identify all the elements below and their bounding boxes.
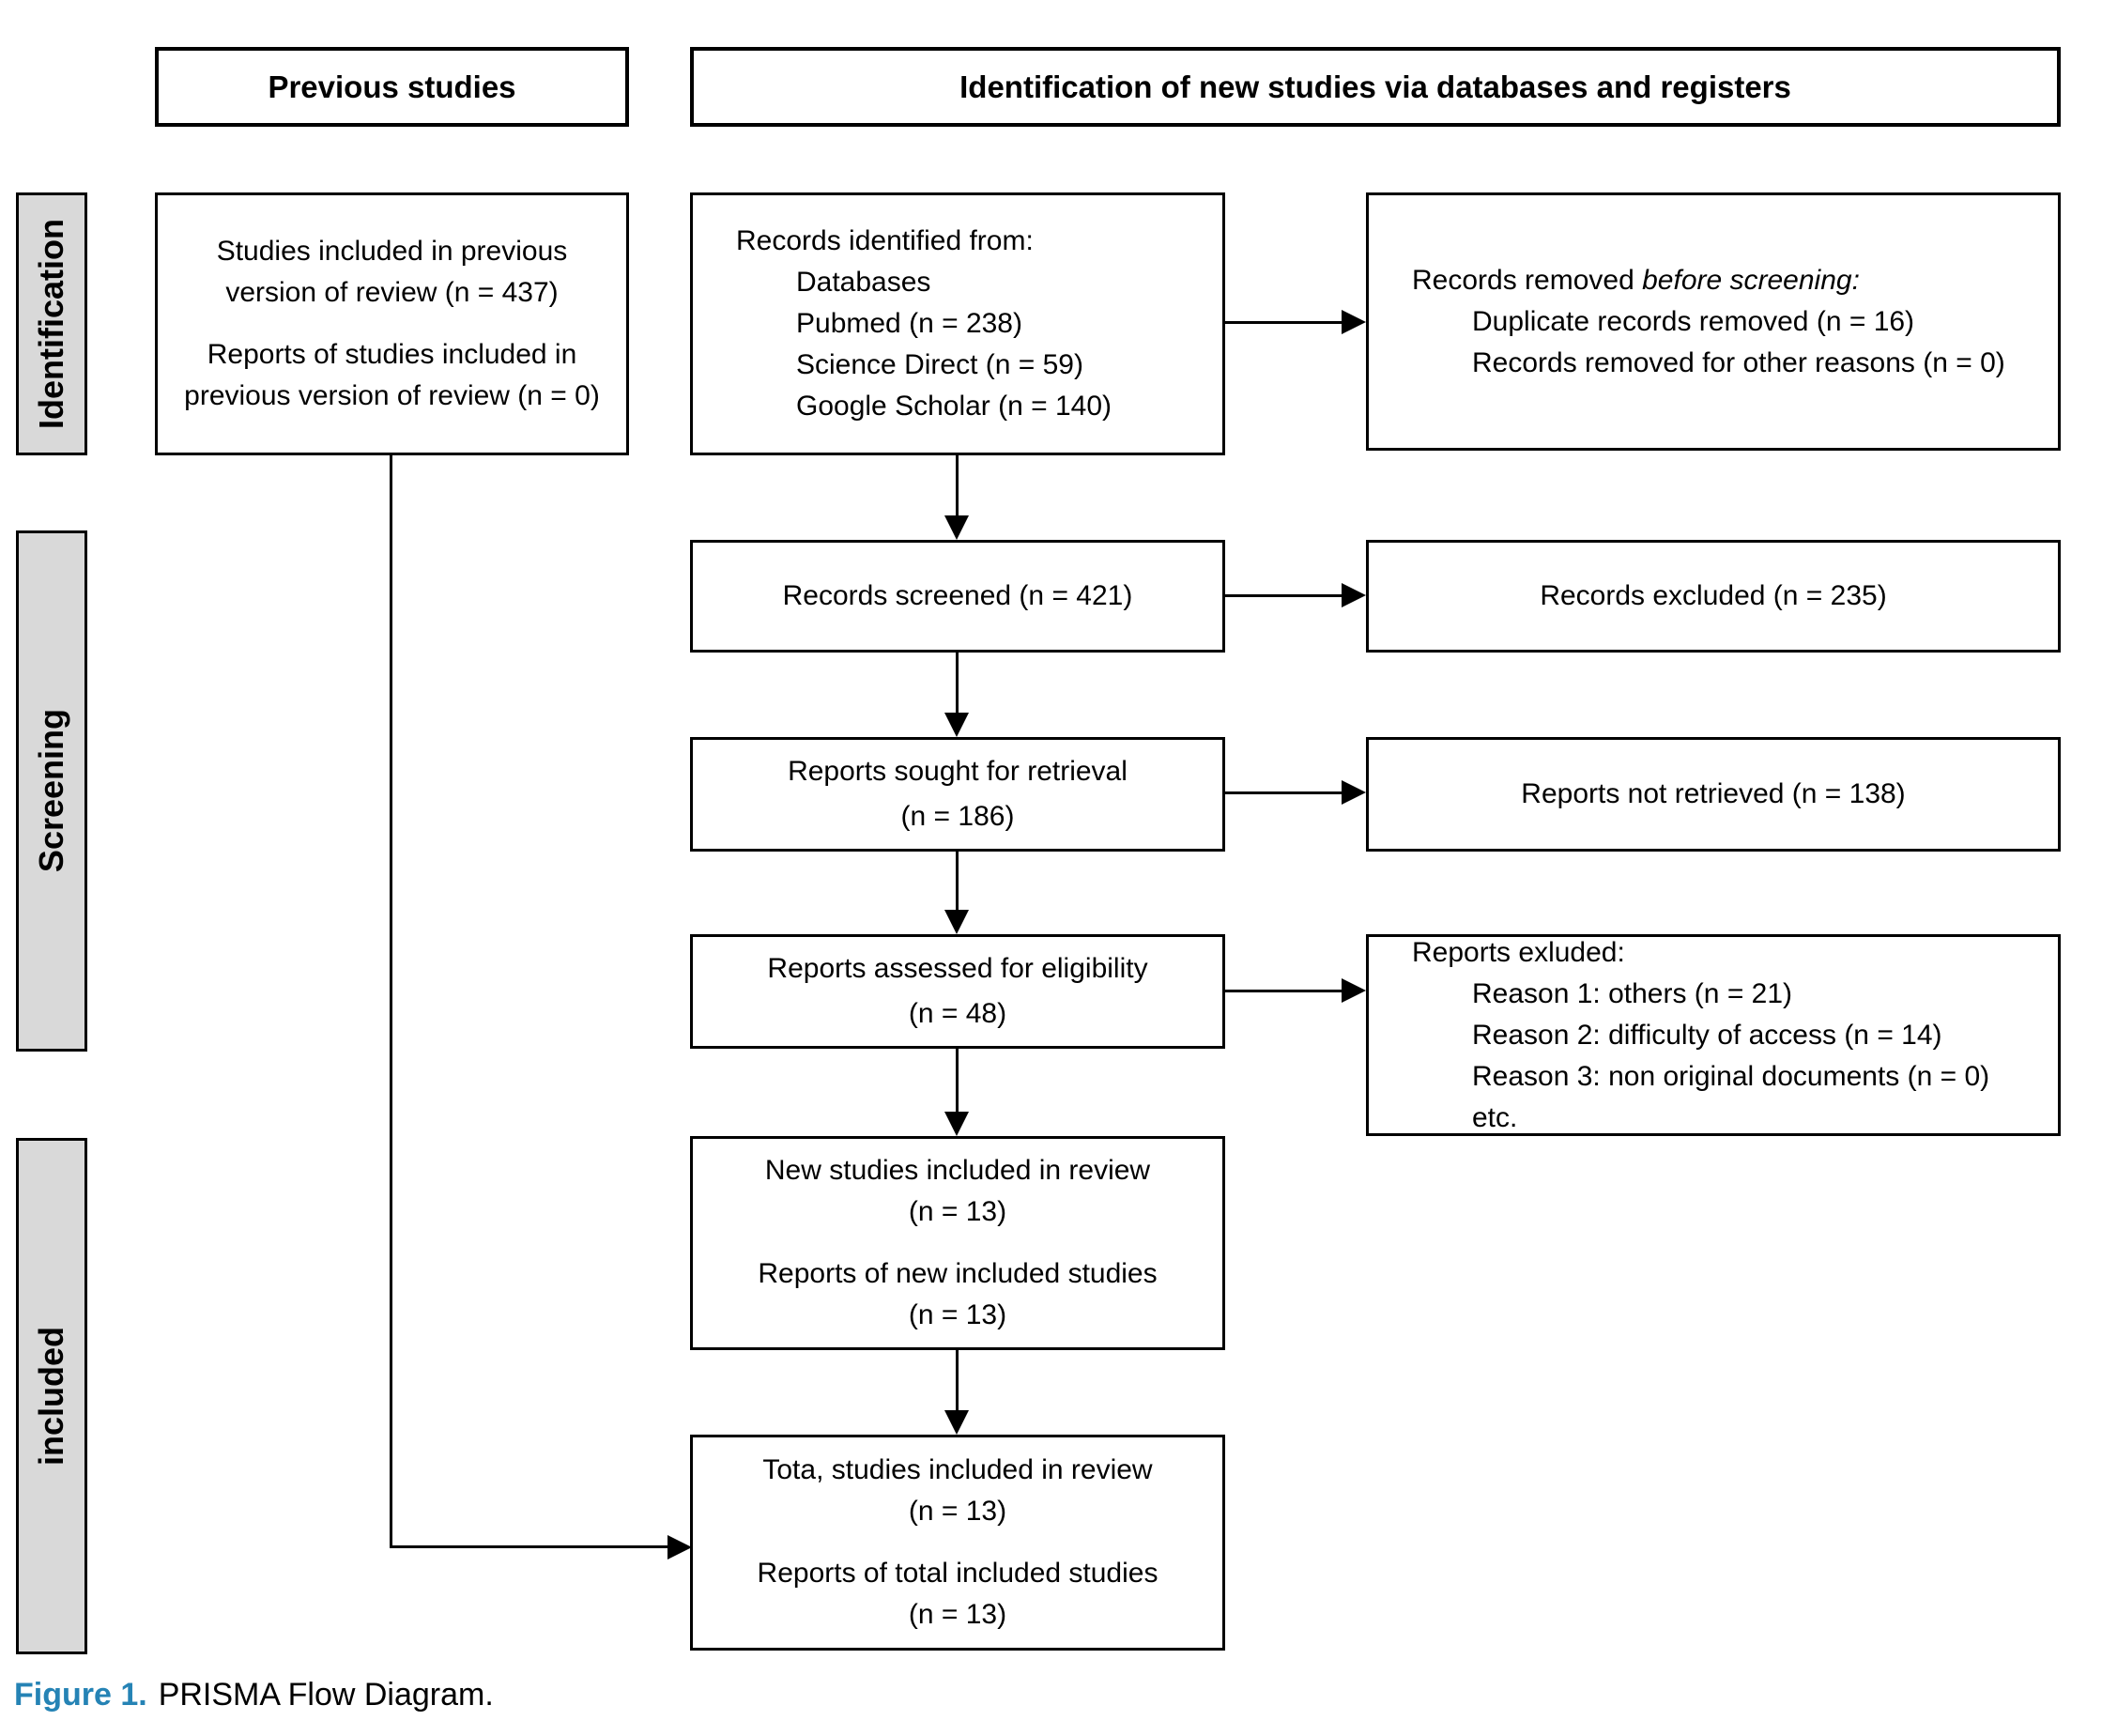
box-line: (n = 13) <box>908 1299 1007 1330</box>
connector-sought-to-not-retrieved <box>1225 791 1343 794</box>
box-records-removed: Records removed before screening: Duplic… <box>1366 192 2061 451</box>
stage-label-screening: Screening <box>32 709 70 873</box>
stage-label-included: included <box>32 1326 70 1466</box>
connector-screened-to-excluded <box>1225 594 1343 597</box>
arrowhead-right-icon <box>667 1535 692 1559</box>
header-previous-studies: Previous studies <box>155 47 629 127</box>
connector-new-included-to-total <box>956 1350 959 1412</box>
arrowhead-right-icon <box>1342 310 1366 334</box>
connector-identified-to-screened <box>956 455 959 517</box>
box-reports-sought: Reports sought for retrieval (n = 186) <box>690 737 1225 852</box>
box-line: Reports of total included studies (n = 1… <box>758 1553 1158 1636</box>
box-line: Pubmed (n = 238) <box>796 308 1022 339</box>
box-line: (n = 13) <box>908 1196 1007 1227</box>
connector-previous-to-total-vertical <box>390 455 392 1548</box>
box-line: Reports sought for retrieval <box>788 756 1128 787</box>
box-line: Records identified from: <box>736 225 1034 256</box>
box-line: (n = 13) <box>908 1599 1007 1630</box>
box-line: (n = 13) <box>908 1496 1007 1527</box>
box-line: (n = 48) <box>908 998 1007 1029</box>
box-previous-studies-included: Studies included in previous version of … <box>155 192 629 455</box>
box-new-studies-included: New studies included in review (n = 13) … <box>690 1136 1225 1350</box>
header-identification-new-studies: Identification of new studies via databa… <box>690 47 2061 127</box>
box-line: Reports of studies included in previous … <box>184 339 600 411</box>
arrowhead-down-icon <box>944 515 969 540</box>
figure-caption-label: Figure 1. <box>14 1677 147 1713</box>
arrowhead-down-icon <box>944 713 969 737</box>
box-line: Reason 3: non original documents (n = 0)… <box>1472 1060 1990 1133</box>
connector-previous-to-total-horizontal <box>390 1545 667 1548</box>
box-line: Reports assessed for eligibility <box>767 953 1148 984</box>
box-line: New studies included in review (n = 13) <box>765 1150 1150 1233</box>
arrowhead-right-icon <box>1342 780 1366 805</box>
box-line: Reports not retrieved (n = 138) <box>1521 778 1906 809</box>
arrowhead-down-icon <box>944 1410 969 1435</box>
box-line: before screening: <box>1642 264 1860 296</box>
arrowhead-right-icon <box>1342 583 1366 607</box>
connector-assessed-to-new-included <box>956 1049 959 1114</box>
arrowhead-right-icon <box>1342 978 1366 1003</box>
stage-bar-included: included <box>16 1138 87 1654</box>
box-total-studies-included: Tota, studies included in review (n = 13… <box>690 1435 1225 1651</box>
box-line: Google Scholar (n = 140) <box>796 391 1112 422</box>
box-line: Records screened (n = 421) <box>782 580 1133 611</box>
stage-bar-screening: Screening <box>16 530 87 1052</box>
box-line: Reason 1: others (n = 21) <box>1472 977 1793 1009</box>
box-line: Tota, studies included in review <box>762 1454 1153 1485</box>
box-reports-excluded-reasons: Reports exluded: Reason 1: others (n = 2… <box>1366 934 2061 1136</box>
connector-assessed-to-excluded-reasons <box>1225 990 1343 992</box>
box-reports-not-retrieved: Reports not retrieved (n = 138) <box>1366 737 2061 852</box>
box-line: Records excluded (n = 235) <box>1540 580 1887 611</box>
box-line: Duplicate records removed (n = 16) <box>1472 305 1915 337</box>
box-line: New studies included in review <box>764 1155 1151 1186</box>
arrowhead-down-icon <box>944 1112 969 1136</box>
figure-caption: Figure 1. PRISMA Flow Diagram. <box>14 1677 494 1713</box>
box-records-screened: Records screened (n = 421) <box>690 540 1225 653</box>
box-line: Reports exluded: <box>1412 936 1625 968</box>
box-reports-assessed: Reports assessed for eligibility (n = 48… <box>690 934 1225 1049</box>
box-records-excluded: Records excluded (n = 235) <box>1366 540 2061 653</box>
box-line: Records removed for other reasons (n = 0… <box>1472 346 2005 378</box>
figure-caption-text: PRISMA Flow Diagram. <box>158 1677 494 1713</box>
box-line: Reports of total included studies <box>757 1558 1158 1589</box>
box-line: Databases <box>796 267 931 298</box>
box-line: Science Direct (n = 59) <box>796 349 1083 380</box>
box-line: Records removed <box>1412 264 1643 296</box>
arrowhead-down-icon <box>944 910 969 934</box>
stage-bar-identification: Identification <box>16 192 87 455</box>
box-line: Reports of new included studies (n = 13) <box>758 1253 1157 1336</box>
connector-screened-to-sought <box>956 653 959 714</box>
connector-identified-to-removed <box>1225 321 1343 324</box>
stage-label-identification: Identification <box>32 219 70 429</box>
box-line: Studies included in previous version of … <box>216 236 568 308</box>
box-records-identified: Records identified from: Databases Pubme… <box>690 192 1225 455</box>
box-line: Tota, studies included in review (n = 13… <box>762 1450 1152 1532</box>
box-line: Records removed before screening: <box>1412 260 1860 301</box>
connector-sought-to-assessed <box>956 852 959 912</box>
box-line: Reason 2: difficulty of access (n = 14) <box>1472 1019 1942 1051</box>
box-line: (n = 186) <box>900 801 1015 832</box>
box-line: Reports of new included studies <box>758 1258 1158 1289</box>
